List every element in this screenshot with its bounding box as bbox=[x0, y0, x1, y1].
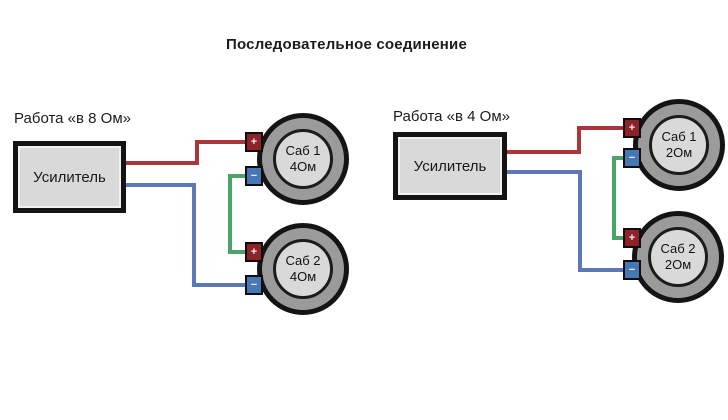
negative-terminal: − bbox=[623, 260, 641, 280]
subwoofer-2: Саб 2 4Ом bbox=[257, 223, 349, 315]
subwoofer-impedance: 2Ом bbox=[665, 145, 693, 160]
minus-icon: − bbox=[628, 264, 636, 276]
subwoofer-1: Саб 1 2Ом bbox=[633, 99, 725, 191]
minus-icon: − bbox=[250, 279, 258, 291]
positive-terminal: + bbox=[245, 132, 263, 152]
subwoofer-name: Саб 2 bbox=[660, 241, 696, 257]
green-wire-segment bbox=[228, 174, 247, 178]
subwoofer-impedance: 2Ом bbox=[664, 257, 692, 272]
subwoofer-cone: Саб 2 2Ом bbox=[648, 227, 708, 287]
subwoofer-impedance: 4Ом bbox=[289, 159, 317, 174]
subwoofer-cone: Саб 1 2Ом bbox=[649, 115, 709, 175]
plus-icon: + bbox=[250, 136, 258, 148]
red-wire-segment bbox=[195, 140, 247, 144]
green-wire-segment bbox=[228, 250, 247, 254]
subwoofer-impedance: 4Ом bbox=[289, 269, 317, 284]
amplifier-box: Усилитель bbox=[13, 141, 126, 213]
subwoofer-2: Саб 2 2Ом bbox=[632, 211, 724, 303]
subwoofer-name: Саб 2 bbox=[285, 253, 321, 269]
red-wire-segment bbox=[195, 140, 199, 165]
blue-wire-segment bbox=[126, 183, 196, 187]
subwoofer-cone: Саб 1 4Ом bbox=[273, 129, 333, 189]
diagram-caption: Работа «в 4 Ом» bbox=[393, 108, 510, 125]
positive-terminal: + bbox=[245, 242, 263, 262]
green-wire-segment bbox=[612, 156, 616, 240]
subwoofer-name: Саб 1 bbox=[661, 129, 697, 145]
plus-icon: + bbox=[628, 232, 636, 244]
amplifier-box: Усилитель bbox=[393, 132, 507, 200]
plus-icon: + bbox=[250, 246, 258, 258]
minus-icon: − bbox=[628, 152, 636, 164]
negative-terminal: − bbox=[245, 166, 263, 186]
amplifier-label: Усилитель bbox=[413, 157, 487, 175]
blue-wire-segment bbox=[578, 170, 582, 272]
blue-wire-segment bbox=[192, 283, 247, 287]
green-wire-segment bbox=[612, 156, 625, 160]
subwoofer-1: Саб 1 4Ом bbox=[257, 113, 349, 205]
diagram-caption: Работа «в 8 Ом» bbox=[14, 110, 131, 127]
blue-wire-segment bbox=[192, 183, 196, 287]
plus-icon: + bbox=[628, 122, 636, 134]
green-wire-segment bbox=[228, 174, 232, 254]
negative-terminal: − bbox=[245, 275, 263, 295]
diagram-title: Последовательное соединение bbox=[226, 36, 467, 53]
subwoofer-name: Саб 1 bbox=[285, 143, 321, 159]
negative-terminal: − bbox=[623, 148, 641, 168]
minus-icon: − bbox=[250, 170, 258, 182]
red-wire-segment bbox=[577, 126, 581, 154]
positive-terminal: + bbox=[623, 228, 641, 248]
blue-wire-segment bbox=[507, 170, 582, 174]
green-wire-segment bbox=[612, 236, 625, 240]
amplifier-label: Усилитель bbox=[33, 168, 106, 186]
red-wire-segment bbox=[126, 161, 199, 165]
positive-terminal: + bbox=[623, 118, 641, 138]
red-wire-segment bbox=[577, 126, 625, 130]
subwoofer-cone: Саб 2 4Ом bbox=[273, 239, 333, 299]
blue-wire-segment bbox=[578, 268, 625, 272]
red-wire-segment bbox=[507, 150, 581, 154]
